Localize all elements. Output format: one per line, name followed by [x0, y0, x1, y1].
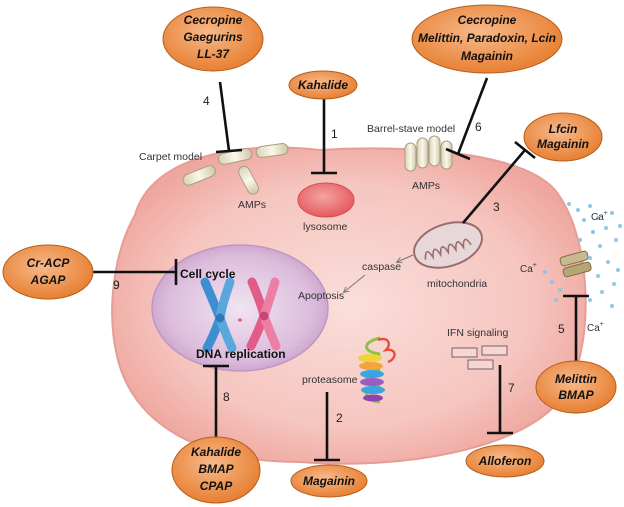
mito-to-caspase-arrow	[397, 254, 414, 262]
drug-oval-3: Lfcin Magainin	[523, 112, 603, 162]
drug-5-line-1: Melittin	[555, 372, 597, 386]
drug-6-line-3: Magainin	[461, 49, 513, 63]
drug-6-line-2: Melittin, Paradoxin, Lcin	[418, 31, 556, 45]
amp-barrel-stave-pore	[404, 135, 453, 172]
inhibition-line-8	[203, 364, 229, 440]
calcium-label-bottom: Ca+	[587, 321, 604, 334]
drug-8-line-2: BMAP	[198, 462, 234, 476]
drug-8-line-3: CPAP	[200, 479, 233, 493]
nucleolus-dot	[238, 318, 242, 322]
inhibition-line-2	[314, 392, 340, 462]
calcium-ion-dots	[543, 202, 622, 308]
chromosome-pink	[246, 277, 281, 351]
pathway-number-5: 5	[558, 322, 565, 336]
drug-oval-2: Magainin	[290, 464, 368, 498]
inhibition-line-6	[445, 77, 489, 161]
drug-oval-4: Cecropine Gaegurins LL-37	[162, 6, 264, 72]
drug-7-line-1: Alloferon	[478, 454, 532, 468]
mitochondria	[413, 221, 483, 269]
drug-oval-1: Kahalide	[288, 70, 358, 100]
drug-oval-8: Kahalide BMAP CPAP	[171, 436, 261, 504]
drug-1-line-1: Kahalide	[298, 78, 348, 92]
inhibition-line-1	[311, 95, 337, 175]
inhibition-line-5	[563, 294, 589, 362]
calcium-label-left: Ca+	[520, 262, 537, 275]
inhibition-line-7	[487, 365, 513, 435]
ifn-signaling-blocks	[451, 345, 508, 370]
proteasome-helix	[358, 336, 396, 404]
drug-oval-9: Cr-ACP AGAP	[2, 244, 94, 300]
drug-3-line-2: Magainin	[537, 137, 589, 151]
amps-label-right: AMPs	[412, 180, 440, 192]
dna-replication-label: DNA replication	[196, 347, 286, 361]
inhibition-line-4	[215, 81, 243, 154]
drug-5-line-2: BMAP	[558, 388, 594, 402]
drug-oval-6: Cecropine Melittin, Paradoxin, Lcin Maga…	[411, 4, 563, 74]
lysosome-label: lysosome	[303, 221, 348, 233]
drug-oval-7: Alloferon	[465, 444, 545, 478]
pathway-number-2: 2	[336, 411, 343, 425]
pathway-number-7: 7	[508, 381, 515, 395]
pathway-number-9: 9	[113, 278, 120, 292]
calcium-channel	[559, 250, 592, 278]
drug-4-line-3: LL-37	[197, 47, 230, 61]
drug-8-line-1: Kahalide	[191, 445, 241, 459]
nucleus	[151, 244, 329, 372]
proteasome-label: proteasome	[302, 374, 358, 386]
drug-9-line-1: Cr-ACP	[27, 256, 71, 270]
drug-9-line-2: AGAP	[30, 273, 67, 287]
pathway-number-6: 6	[475, 120, 482, 134]
drug-4-line-1: Cecropine	[184, 13, 243, 27]
pathway-number-4: 4	[203, 94, 210, 108]
carpet-model-label: Carpet model	[139, 151, 202, 163]
pathway-number-1: 1	[331, 127, 338, 141]
lysosome	[297, 182, 355, 218]
drug-6-line-1: Cecropine	[458, 13, 517, 27]
inhibition-line-9	[88, 259, 178, 285]
chromosome-blue	[200, 277, 237, 353]
apoptosis-label: Apoptosis	[298, 290, 344, 302]
ifn-signaling-label: IFN signaling	[447, 327, 508, 339]
amps-label-left: AMPs	[238, 199, 266, 211]
barrel-stave-model-label: Barrel-stave model	[367, 123, 455, 135]
drug-3-line-1: Lfcin	[549, 122, 578, 136]
pathway-number-3: 3	[493, 200, 500, 214]
drug-2-line-1: Magainin	[303, 474, 355, 488]
caspase-label: caspase	[362, 261, 401, 273]
mitochondria-label: mitochondria	[427, 278, 487, 290]
drug-oval-5: Melittin BMAP	[535, 360, 617, 414]
amp-carpet-cylinders	[182, 143, 289, 195]
pathway-number-8: 8	[223, 390, 230, 404]
caspase-to-apoptosis-arrow	[344, 274, 366, 292]
cell-cycle-label: Cell cycle	[180, 267, 236, 281]
calcium-label-top: Ca+	[591, 210, 608, 223]
drug-4-line-2: Gaegurins	[183, 30, 243, 44]
inhibition-line-3	[462, 140, 536, 224]
